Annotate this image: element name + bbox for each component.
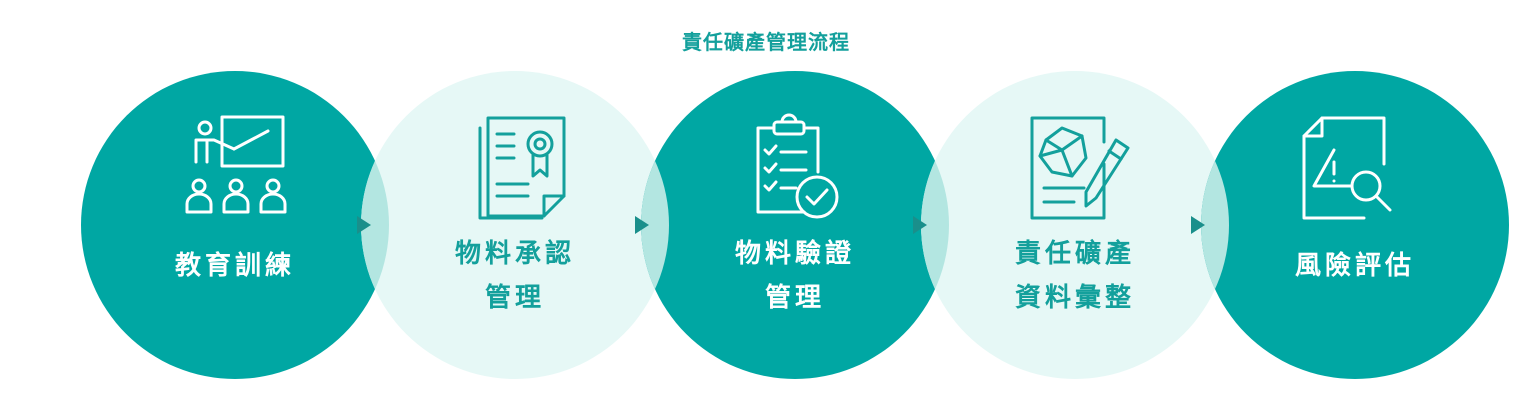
step-circle-4 (921, 71, 1229, 379)
step-label-3: 物料驗證 管理 (675, 232, 915, 320)
diagram-title: 責任礦產管理流程 (682, 30, 850, 54)
step-label-1-line-1: 教育訓練 (174, 251, 295, 281)
step-label-4-line-1: 責任礦產 (1014, 239, 1135, 269)
flow-arrow-1 (357, 216, 371, 234)
risk-document-search-icon (1302, 116, 1392, 220)
step-label-2-line-2: 管理 (484, 283, 545, 313)
step-label-3-line-1: 物料驗證 (734, 239, 855, 269)
flow-arrow-2 (635, 216, 649, 234)
step-circle-1 (81, 71, 389, 379)
step-circle-2 (361, 71, 669, 379)
step-label-5-line-1: 風險評估 (1294, 251, 1415, 281)
step-label-3-line-2: 管理 (764, 283, 825, 313)
step-label-5: 風險評估 (1235, 244, 1475, 288)
step-label-1: 教育訓練 (115, 244, 355, 288)
step-circle-5 (1201, 71, 1509, 379)
certificate-document-icon (478, 116, 566, 220)
clipboard-checklist-icon (756, 113, 839, 219)
step-label-4-line-2: 資料彙整 (1014, 283, 1135, 313)
mineral-document-pen-icon (1030, 116, 1130, 220)
step-label-2-line-1: 物料承認 (454, 239, 575, 269)
step-label-4: 責任礦產 資料彙整 (955, 232, 1195, 320)
teacher-classroom-icon (185, 115, 287, 214)
flow-arrow-3 (913, 216, 927, 234)
step-circle-3 (641, 71, 949, 379)
flow-arrow-4 (1191, 216, 1205, 234)
step-label-2: 物料承認 管理 (395, 232, 635, 320)
